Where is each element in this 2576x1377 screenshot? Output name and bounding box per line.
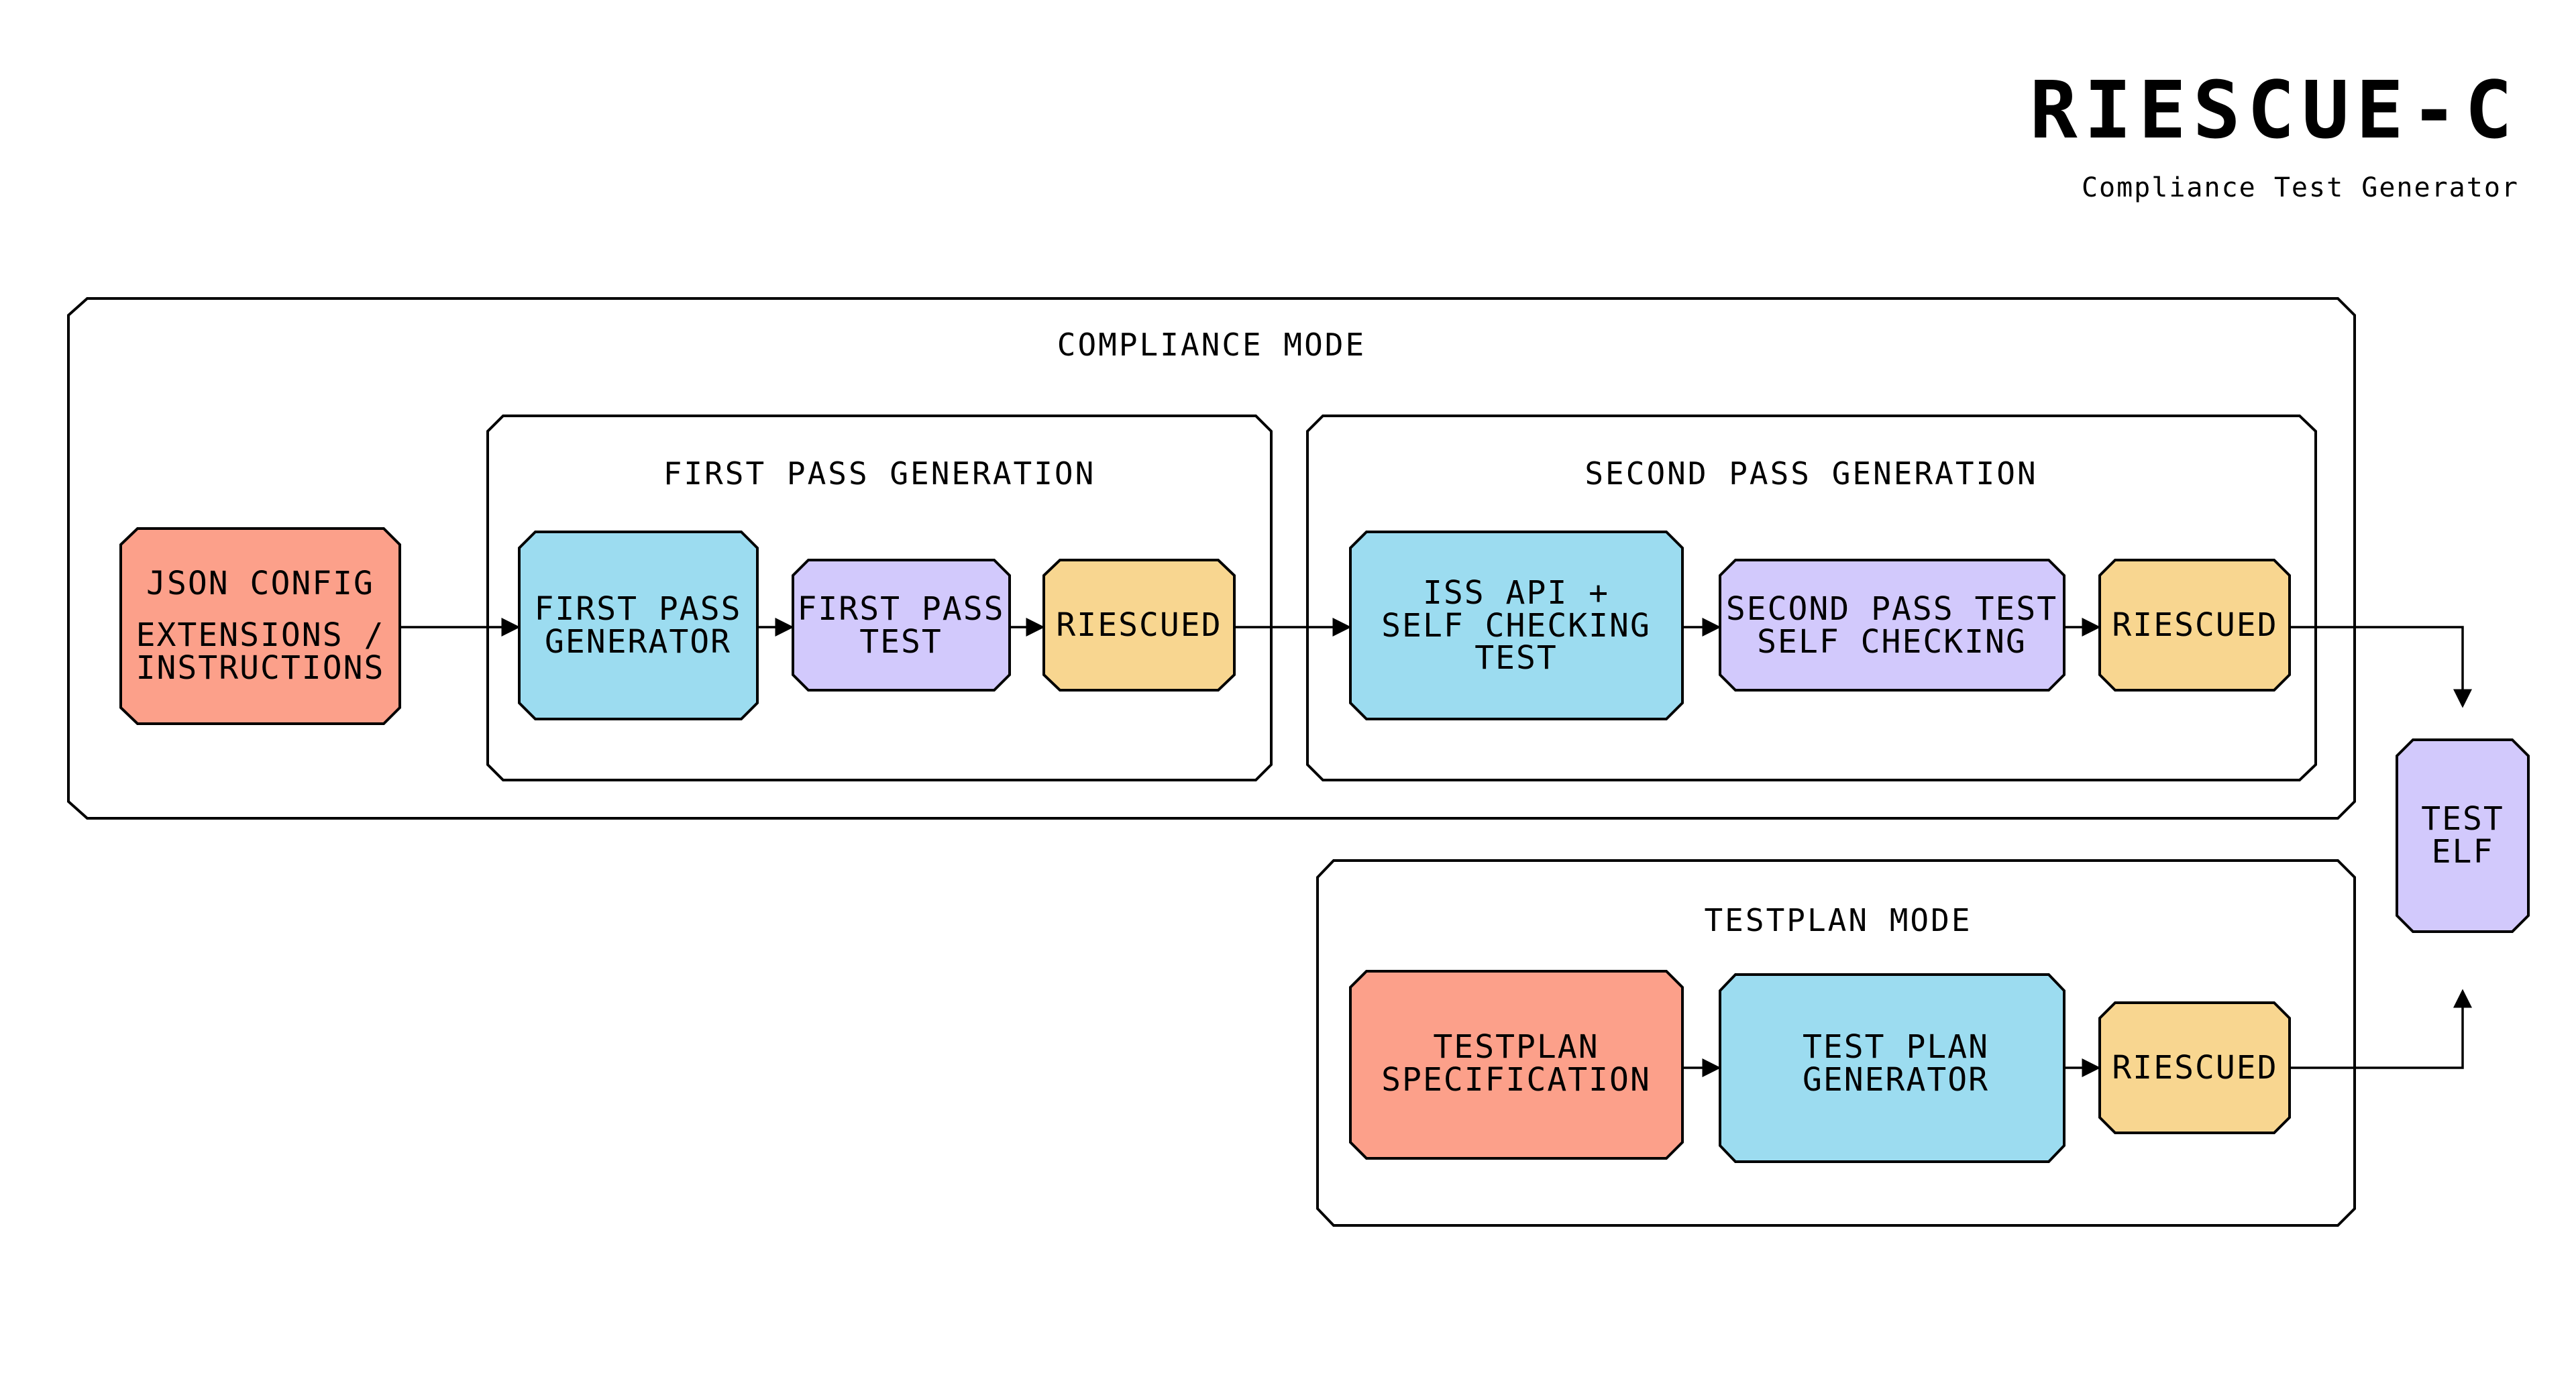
second-pass-generation-title: SECOND PASS GENERATION	[1585, 455, 2037, 492]
iss-api-label-2: SELF CHECKING	[1381, 607, 1651, 645]
arrow-testplan-riescued-to-test-elf	[2290, 989, 2472, 1069]
second-pass-riescued-box	[2098, 559, 2291, 692]
test-elf-label-2: ELF	[2432, 833, 2494, 871]
second-pass-test-box	[1719, 559, 2065, 692]
first-pass-generator-box	[518, 531, 759, 720]
test-elf-box	[2396, 738, 2530, 933]
json-config-instructions-label: INSTRUCTIONS	[136, 649, 385, 687]
first-pass-test-label-2: TEST	[859, 623, 943, 661]
first-pass-generation-group: FIRST PASS GENERATION FIRST PASS GENERAT…	[486, 415, 1273, 781]
testplan-specification-label-1: TESTPLAN	[1433, 1028, 1599, 1066]
json-config-extensions-label: EXTENSIONS /	[136, 616, 385, 654]
test-elf-label-1: TEST	[2421, 800, 2504, 838]
second-pass-generation-frame	[1306, 415, 2317, 781]
compliance-mode-group: COMPLIANCE MODE JSON CONFIG EXTENSIONS /…	[67, 297, 2356, 820]
testplan-riescued-box	[2098, 1001, 2291, 1134]
first-pass-generation-title: FIRST PASS GENERATION	[663, 455, 1096, 492]
json-config-node: JSON CONFIG EXTENSIONS / INSTRUCTIONS	[119, 527, 401, 725]
second-pass-test-label-2: SELF CHECKING	[1757, 623, 2027, 661]
second-pass-riescued-label: RIESCUED	[2112, 606, 2277, 644]
first-pass-riescued-box	[1042, 559, 1236, 692]
arrow-second-riescued-to-test-elf	[2290, 626, 2472, 708]
testplan-mode-frame	[1316, 859, 2356, 1227]
first-pass-generator-label-1: FIRST PASS	[535, 590, 742, 628]
first-pass-test-box	[792, 559, 1011, 692]
second-pass-generation-group: SECOND PASS GENERATION ISS API + SELF CH…	[1306, 415, 2317, 781]
first-pass-test-label-1: FIRST PASS	[798, 590, 1005, 628]
first-pass-generator-label-2: GENERATOR	[545, 623, 731, 661]
brand-subtitle: Compliance Test Generator	[2082, 172, 2519, 203]
iss-api-box	[1349, 531, 1684, 720]
json-config-label: JSON CONFIG	[146, 565, 374, 602]
testplan-mode-group: TESTPLAN MODE TESTPLAN SPECIFICATION TES…	[1316, 859, 2356, 1227]
json-config-box	[119, 527, 401, 725]
compliance-mode-title: COMPLIANCE MODE	[1057, 327, 1366, 363]
test-plan-generator-label-2: GENERATOR	[1803, 1061, 1989, 1099]
testplan-mode-title: TESTPLAN MODE	[1704, 902, 1972, 938]
testplan-specification-label-2: SPECIFICATION	[1381, 1061, 1651, 1099]
second-pass-test-label-1: SECOND PASS TEST	[1726, 590, 2057, 628]
testplan-specification-box	[1349, 970, 1684, 1160]
test-plan-generator-box	[1719, 973, 2065, 1163]
connectors	[400, 618, 2472, 1077]
iss-api-label-1: ISS API +	[1423, 574, 1609, 612]
first-pass-riescued-label: RIESCUED	[1056, 606, 1222, 644]
iss-api-label-3: TEST	[1474, 639, 1558, 677]
brand-title: RIESCUE-C	[2030, 64, 2519, 156]
first-pass-generation-frame	[486, 415, 1273, 781]
test-elf-node: TEST ELF	[2396, 738, 2530, 933]
testplan-riescued-label: RIESCUED	[2112, 1049, 2277, 1087]
compliance-mode-frame	[67, 297, 2356, 820]
test-plan-generator-label-1: TEST PLAN	[1803, 1028, 1989, 1066]
